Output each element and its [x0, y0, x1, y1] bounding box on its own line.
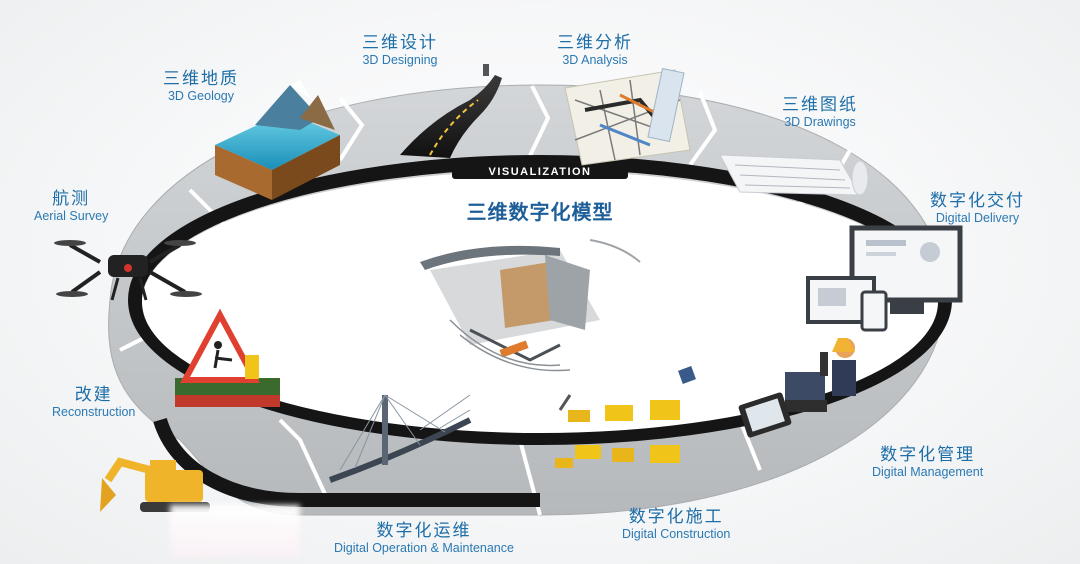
excavator-icon — [100, 457, 210, 512]
delivery-monitors-icon — [806, 225, 963, 332]
stage-label-drawings: 三维图纸 3D Drawings — [782, 90, 858, 129]
analysis-map-icon — [564, 67, 691, 166]
stage-label-delivery: 数字化交付 Digital Delivery — [930, 186, 1025, 225]
stage-zh: 航测 — [52, 189, 91, 209]
road-design-icon — [400, 64, 502, 158]
stage-label-reconstruction: 改建 Reconstruction — [52, 380, 135, 419]
geology-terrain-icon — [215, 80, 340, 200]
stage-label-aerial: 航测 Aerial Survey — [34, 184, 108, 223]
stage-label-management: 数字化管理 Digital Management — [872, 440, 983, 479]
stage-en: Digital Construction — [622, 527, 731, 541]
blurred-region — [170, 505, 300, 557]
stage-label-geology: 三维地质 3D Geology — [163, 64, 239, 103]
stage-en: 3D Designing — [362, 53, 438, 67]
drone-icon — [54, 240, 202, 301]
stage-en: Digital Operation & Maintenance — [334, 541, 514, 555]
stage-zh: 数字化交付 — [930, 191, 1025, 211]
stage-zh: 三维地质 — [163, 69, 239, 89]
bridge-icon — [328, 394, 472, 483]
stage-en: Digital Management — [872, 465, 984, 479]
stage-zh: 三维设计 — [362, 33, 438, 53]
management-worker-icon — [738, 338, 856, 438]
stage-zh: 数字化运维 — [376, 521, 472, 541]
stage-en: Aerial Survey — [34, 209, 109, 223]
stage-zh: 三维分析 — [557, 33, 633, 53]
stage-zh: 数字化施工 — [628, 507, 724, 527]
stage-label-construction: 数字化施工 Digital Construction — [622, 502, 730, 541]
stage-en: 3D Geology — [167, 89, 234, 103]
stage-en: 3D Drawings — [784, 115, 856, 129]
stage-label-analysis: 三维分析 3D Analysis — [557, 28, 633, 67]
roadwork-sign-icon — [175, 308, 280, 407]
visualization-label: VISUALIZATION — [488, 166, 591, 178]
stage-label-operation: 数字化运维 Digital Operation & Maintenance — [334, 516, 514, 555]
construction-vehicles-icon — [555, 366, 696, 468]
stage-zh: 改建 — [74, 385, 113, 405]
stage-zh: 三维图纸 — [782, 95, 858, 115]
stage-en: 3D Analysis — [562, 53, 628, 67]
drawings-paper-icon — [719, 154, 869, 196]
stage-en: Reconstruction — [52, 405, 136, 419]
stage-label-designing: 三维设计 3D Designing — [362, 28, 438, 67]
stage-zh: 数字化管理 — [880, 445, 976, 465]
stage-en: Digital Delivery — [935, 211, 1020, 225]
visualization-tag-bg — [452, 161, 628, 179]
center-3d-model-icon — [420, 239, 641, 372]
center-title: 三维数字化模型 — [466, 200, 614, 224]
